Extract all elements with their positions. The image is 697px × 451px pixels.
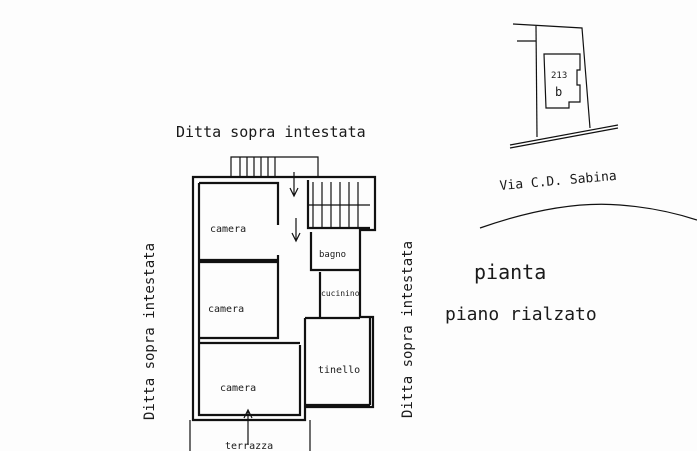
room-label: bagno xyxy=(319,250,346,260)
separator-curve xyxy=(479,203,697,229)
parcel-sub: b xyxy=(555,85,562,99)
title-line2: piano rialzato xyxy=(445,304,597,325)
parcel-number: 213 xyxy=(551,71,567,81)
room-label: camera xyxy=(210,224,246,235)
room-label: terrazza xyxy=(225,441,273,451)
room-label: camera xyxy=(220,383,256,394)
room-label: tinello xyxy=(318,365,360,376)
street-label: Via C.D. Sabina xyxy=(499,169,617,194)
outer-wall xyxy=(191,175,377,422)
neighbor-left-label: Ditta sopra intestata xyxy=(142,243,158,420)
internal-stair xyxy=(308,182,370,228)
apartment-plan: camera camera camera bagno cucinino tine… xyxy=(189,156,377,451)
title-line1: pianta xyxy=(474,260,546,284)
neighbor-right-label: Ditta sopra intestata xyxy=(400,241,416,418)
building-footprint xyxy=(543,53,581,109)
room-label: cucinino xyxy=(321,289,360,298)
room-label: camera xyxy=(208,304,244,315)
entry-arrows xyxy=(289,172,301,243)
neighbor-top-label: Ditta sopra intestata xyxy=(176,123,366,141)
site-plan: 213 b Via C.D. Sabina xyxy=(499,23,619,194)
terrace-outline xyxy=(189,420,311,451)
